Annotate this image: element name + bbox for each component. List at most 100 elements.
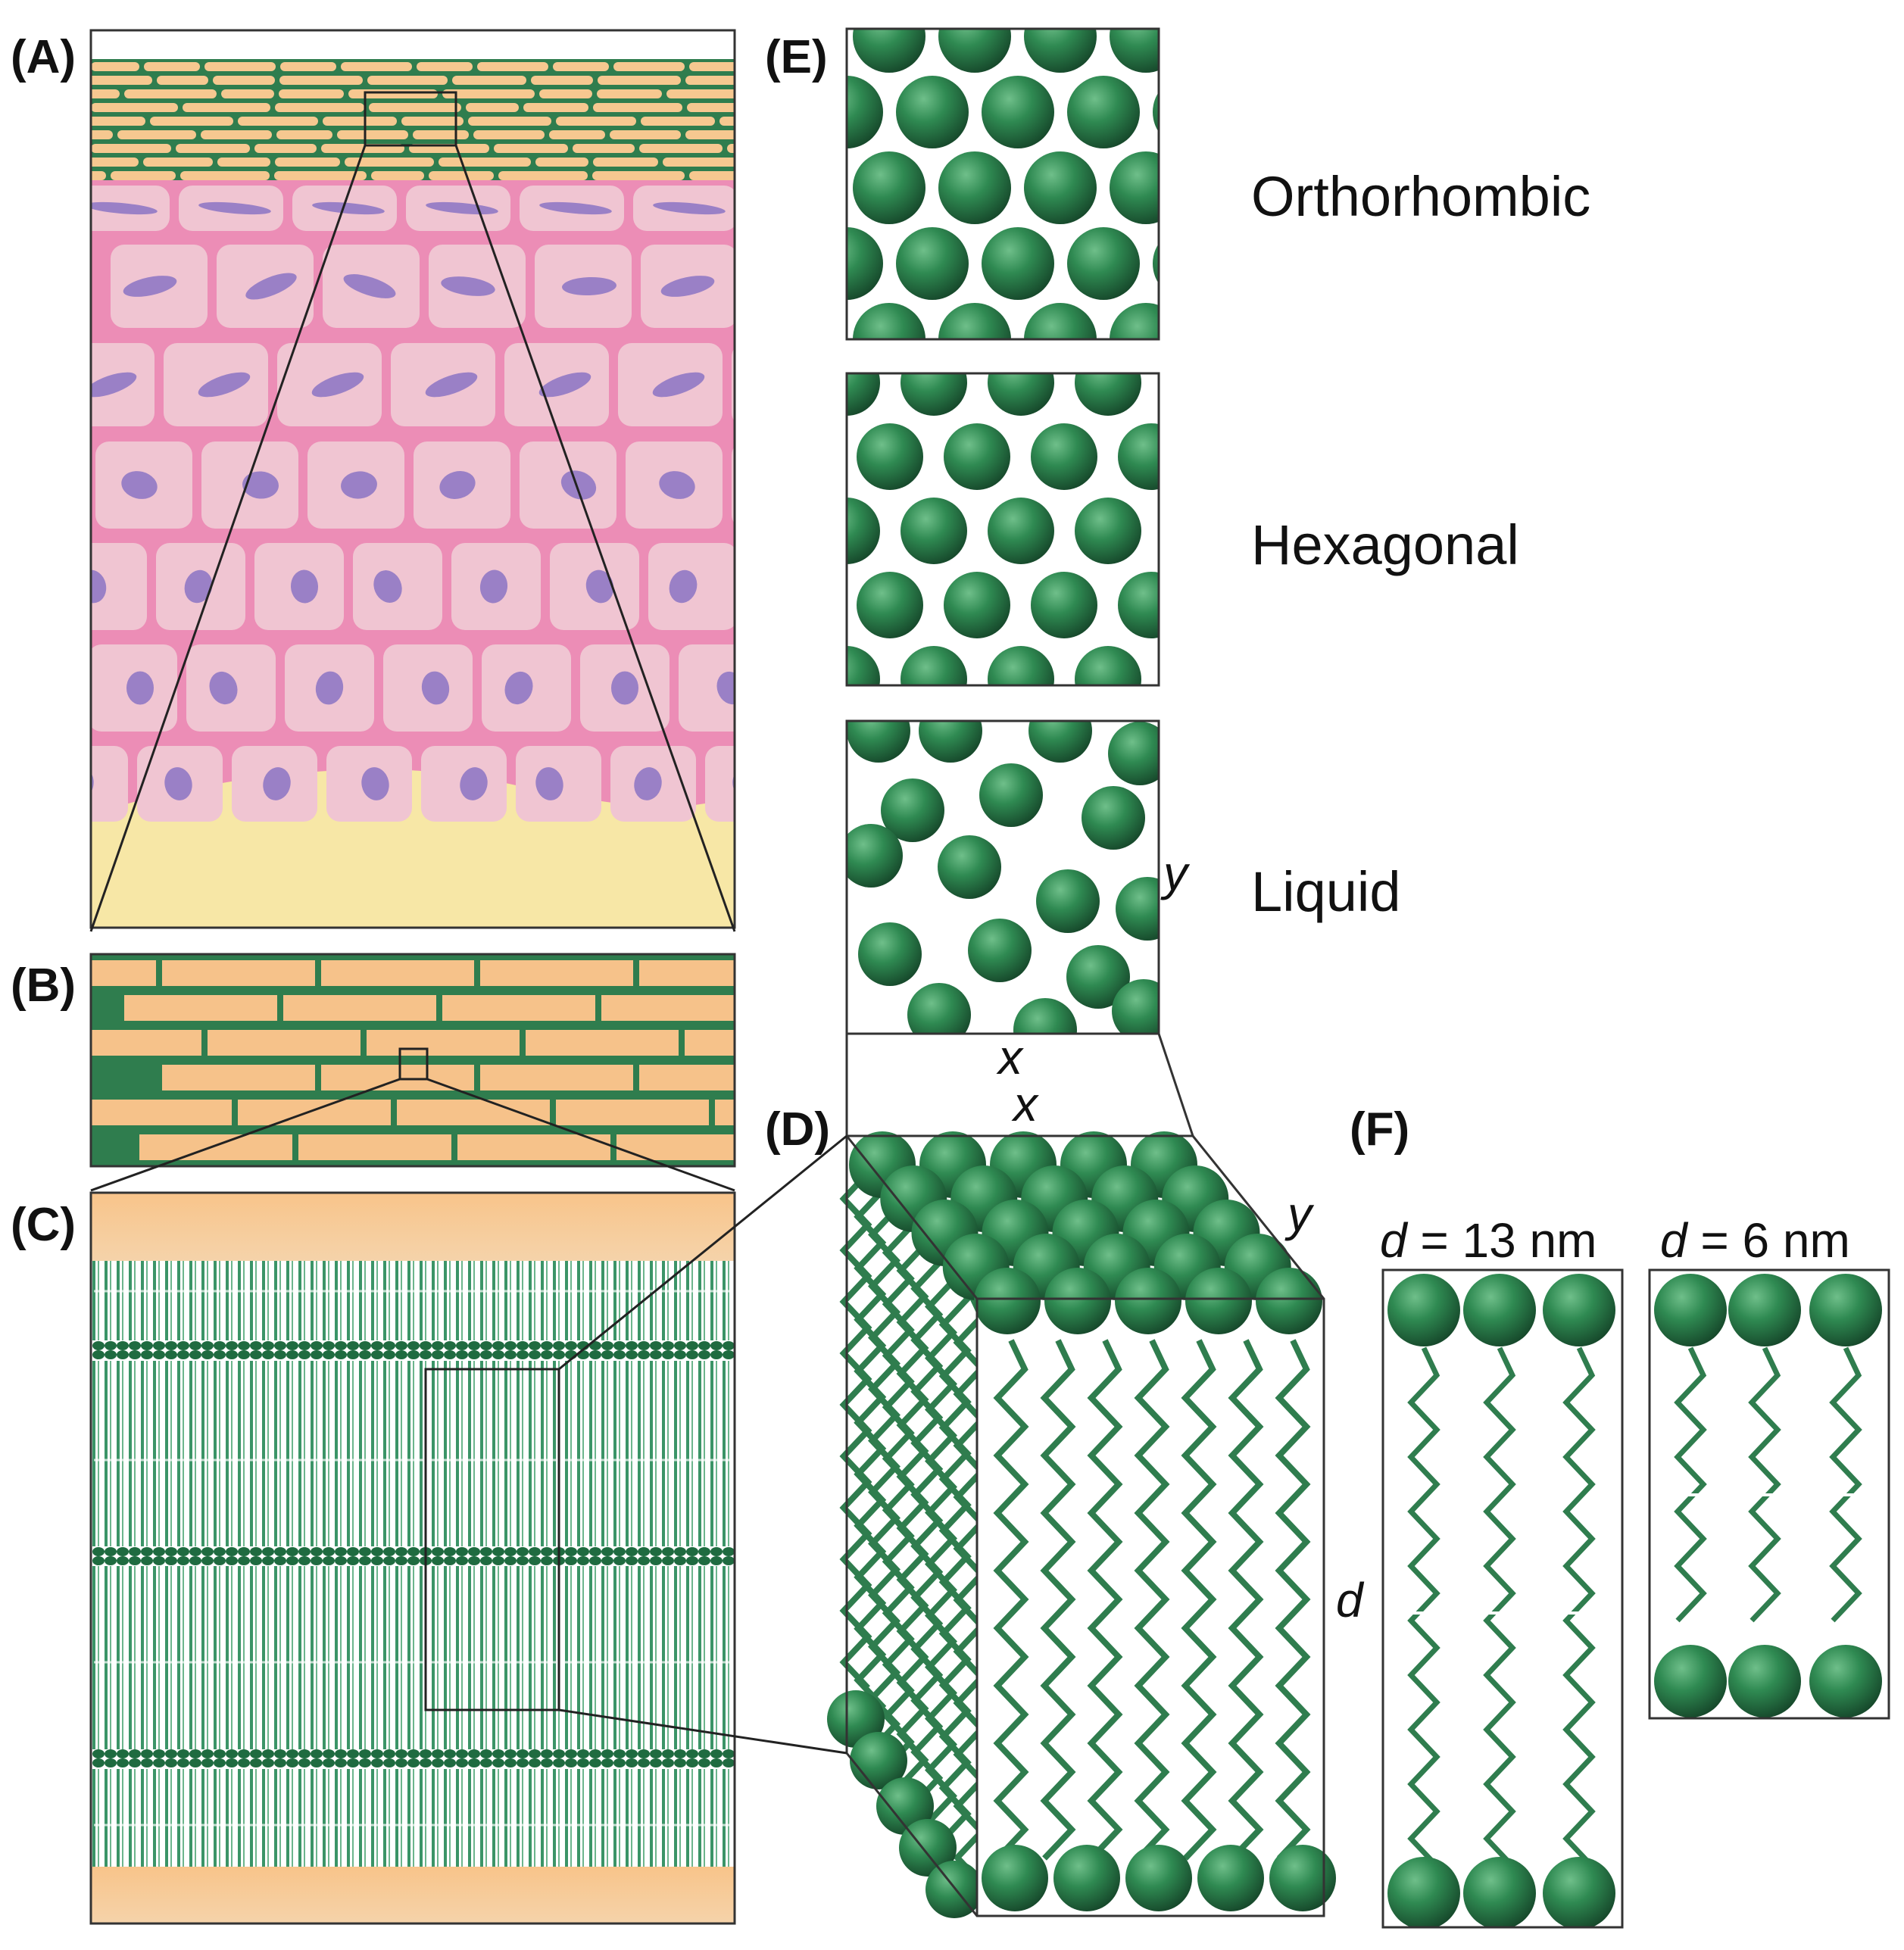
corneocyte	[279, 76, 363, 85]
lipid-headgroup	[1809, 1645, 1882, 1718]
lipid-headgroup	[1024, 303, 1097, 339]
lipid-headgroup	[698, 1749, 710, 1758]
lipid-headgroup	[723, 1547, 735, 1556]
nucleus	[653, 201, 726, 215]
lipid-headgroup	[589, 1556, 601, 1565]
lipid-headgroup	[638, 1341, 650, 1350]
lipid-headgroup	[988, 498, 1054, 564]
lipid-headgroup	[1125, 1845, 1192, 1911]
lipid-headgroup	[968, 919, 1032, 982]
lipid-headgroup	[1031, 423, 1097, 490]
nucleus	[504, 671, 533, 705]
corneocyte	[687, 103, 735, 112]
lipid-headgroup	[407, 1749, 420, 1758]
lipid-headgroup	[286, 1758, 298, 1767]
nucleus	[245, 273, 297, 300]
lipid-headgroup	[979, 763, 1043, 827]
lipid-headgroup	[444, 1350, 456, 1359]
lipid-headgroup	[262, 1556, 274, 1565]
d-axis-label-block: d	[1336, 1573, 1365, 1627]
lipid-headgroup	[371, 1350, 383, 1359]
lipid-headgroup	[468, 1749, 480, 1758]
lipid-headgroup	[1195, 303, 1268, 376]
lipid-headgroup	[1256, 1268, 1322, 1334]
corneocyte	[535, 158, 588, 167]
nucleus	[164, 767, 192, 800]
keratinocyte	[732, 446, 735, 524]
corneocyte	[531, 76, 593, 85]
lipid-headgroup	[492, 1758, 504, 1767]
lipid-headgroup	[723, 1350, 735, 1359]
lipid-headgroup	[105, 1749, 117, 1758]
corneocyte	[345, 158, 434, 167]
panel-c-lipid-lamellae	[89, 1191, 736, 1925]
lipid-headgroup	[177, 1547, 189, 1556]
lipid-headgroup	[214, 1341, 226, 1350]
lipid-headgroup	[710, 1556, 723, 1565]
lipid-headgroup	[383, 1341, 395, 1350]
lipid-headgroup	[626, 1341, 638, 1350]
lipid-headgroup	[395, 1749, 407, 1758]
lipid-headgroup	[92, 1341, 105, 1350]
corneocyte	[117, 130, 196, 139]
corneocyte	[556, 117, 636, 126]
corneocyte	[348, 89, 438, 98]
brick	[162, 1065, 315, 1090]
lipid-headgroup	[165, 1749, 177, 1758]
corneocyte	[468, 117, 551, 126]
lipid-headgroup	[613, 1350, 626, 1359]
lipid-chain	[993, 1339, 1029, 1861]
lipid-headgroup	[847, 373, 880, 416]
lipid-headgroup	[250, 1547, 262, 1556]
lipid-headgroup	[577, 1547, 589, 1556]
brick	[139, 1134, 292, 1160]
lipid-headgroup	[129, 1341, 141, 1350]
brick	[480, 1065, 633, 1090]
lipid-headgroup	[298, 1547, 311, 1556]
lipid-headgroup	[662, 1556, 674, 1565]
lipid-headgroup	[226, 1749, 238, 1758]
lipid-chain	[1483, 1346, 1516, 1868]
lipid-headgroup	[726, 646, 793, 713]
lipid-headgroup	[165, 1547, 177, 1556]
lipid-headgroup	[698, 1758, 710, 1767]
lipid-headgroup	[517, 1758, 529, 1767]
corneocyte	[598, 76, 681, 85]
brick	[397, 1100, 550, 1125]
corneocyte	[593, 103, 682, 112]
nucleus	[716, 671, 735, 705]
lipid-headgroup	[853, 29, 925, 73]
lipid-headgroup	[347, 1749, 359, 1758]
lipid-headgroup	[311, 1556, 323, 1565]
lipid-headgroup	[896, 76, 969, 148]
lipid-headgroup	[129, 1758, 141, 1767]
lipid-headgroup	[517, 1350, 529, 1359]
hexagonal-label: Hexagonal	[1251, 513, 1519, 576]
panel-b-brick-mortar	[89, 953, 736, 1168]
lipid-headgroup	[565, 1556, 577, 1565]
brick	[457, 1134, 610, 1160]
lipid-headgroup	[298, 1758, 311, 1767]
corneocyte	[124, 89, 217, 98]
block-front-face	[977, 1299, 1324, 1916]
lipid-headgroup	[638, 1556, 650, 1565]
lipid-headgroup	[407, 1758, 420, 1767]
lipid-headgroup	[407, 1547, 420, 1556]
corneocyte	[254, 144, 317, 153]
lipid-chain	[1228, 1339, 1264, 1861]
lipid-headgroup	[541, 1547, 553, 1556]
keratinocyte	[91, 543, 147, 630]
lipid-headgroup	[1116, 877, 1159, 941]
lipid-headgroup	[250, 1749, 262, 1758]
lipid-headgroup	[1728, 1645, 1801, 1718]
lipid-headgroup	[359, 1547, 371, 1556]
long-periodicity-phase	[1383, 1274, 1622, 1927]
nucleus	[634, 767, 662, 800]
lipid-headgroup	[1036, 869, 1100, 933]
lipid-headgroup	[529, 1350, 541, 1359]
lipid-headgroup	[662, 1547, 674, 1556]
lipid-headgroup	[492, 1547, 504, 1556]
lipid-headgroup	[1269, 1845, 1336, 1911]
lipid-headgroup	[686, 1749, 698, 1758]
hexagonal-lattice	[726, 373, 1159, 713]
